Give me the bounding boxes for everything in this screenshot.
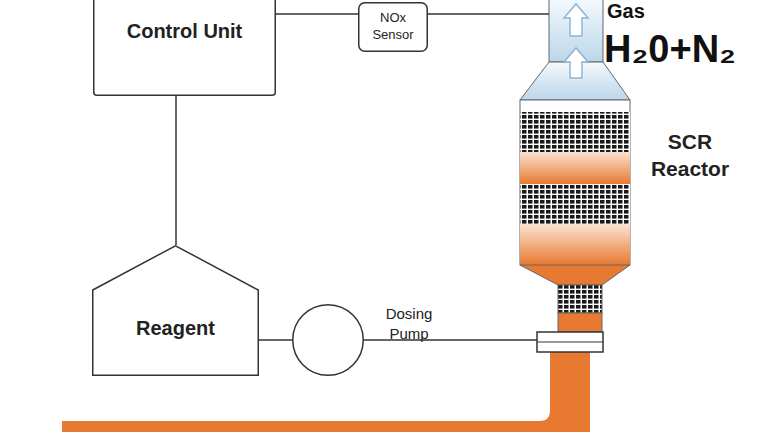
inlet-neck — [558, 313, 602, 332]
node-label: NOx Sensor — [358, 2, 428, 44]
formula-label: H₂0+N₂ — [604, 28, 736, 71]
gas-zone — [520, 224, 630, 265]
gas-label: Gas — [607, 0, 645, 23]
pump-circle: Dosing Pump — [292, 304, 364, 376]
sensor-box: NOx Sensor — [358, 2, 428, 52]
reactor-body — [520, 100, 630, 265]
outline — [93, 246, 259, 376]
catalyst-grid — [520, 112, 630, 152]
node-label: Control Unit — [93, 0, 276, 44]
connector-line — [175, 96, 177, 245]
connector-line — [276, 13, 358, 15]
dosing-flange — [537, 332, 603, 352]
node-label: SCR Reactor — [635, 128, 745, 183]
catalyst-grid — [520, 184, 630, 224]
node-outline — [93, 0, 276, 96]
reagent-tank: Reagent — [92, 245, 259, 376]
inlet-cone — [520, 265, 630, 285]
gas-arrows — [564, 4, 588, 78]
node-label: Reagent — [92, 245, 259, 341]
outline — [293, 305, 364, 376]
node-outline — [92, 245, 259, 376]
node-outline — [292, 304, 364, 376]
node-label: Dosing Pump — [376, 304, 442, 343]
connector-line — [428, 13, 549, 15]
gas-zone — [520, 152, 630, 184]
reactor: SCR Reactor — [537, 0, 603, 352]
connector-line — [259, 339, 292, 341]
outline — [359, 3, 428, 52]
flange-line — [537, 342, 603, 343]
control-box: Control Unit — [93, 0, 276, 96]
mixer-grid — [558, 285, 602, 313]
outline — [94, 0, 276, 95]
